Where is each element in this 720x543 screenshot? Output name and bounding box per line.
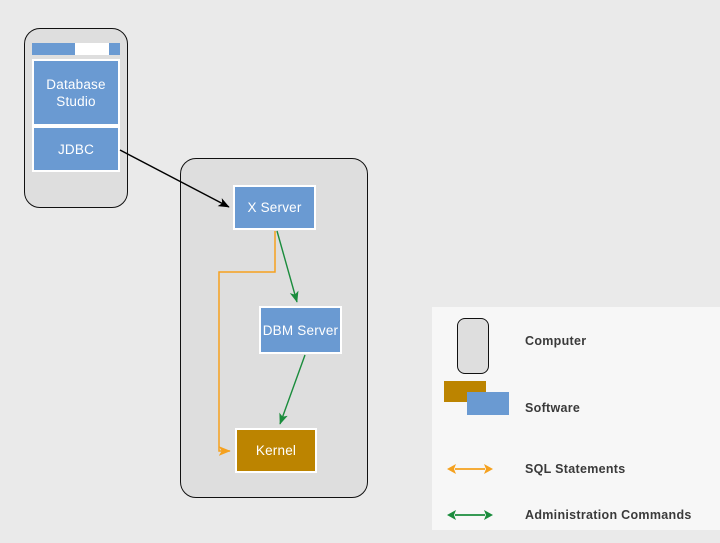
node-dbm-server[interactable]: DBM Server — [259, 306, 342, 354]
sql-double-arrow-icon — [447, 464, 493, 474]
node-x-server[interactable]: X Server — [233, 185, 316, 230]
node-jdbc[interactable]: JDBC — [32, 126, 120, 172]
software-blue-icon — [467, 392, 509, 415]
legend-row-sql-statements: SQL Statements — [432, 441, 720, 497]
legend-label-administration-commands: Administration Commands — [525, 508, 692, 522]
computer-shape-icon — [457, 318, 489, 374]
legend-swatch-software — [432, 380, 522, 436]
window-titlebar — [32, 43, 120, 55]
legend-label-computer: Computer — [525, 334, 587, 348]
legend-swatch-sql — [432, 441, 522, 497]
legend-row-computer: Computer — [432, 313, 720, 374]
legend-swatch-admin — [432, 487, 522, 543]
node-kernel[interactable]: Kernel — [235, 428, 317, 473]
legend-row-administration-commands: Administration Commands — [432, 487, 720, 543]
legend-row-software: Software — [432, 380, 720, 436]
administration-double-arrow-icon — [447, 510, 493, 520]
node-database-studio[interactable]: Database Studio — [32, 59, 120, 126]
legend-panel: Computer Software SQL Statements — [432, 307, 720, 530]
legend-label-software: Software — [525, 401, 581, 415]
window-titlebar-notch — [75, 43, 109, 55]
legend-label-sql-statements: SQL Statements — [525, 462, 626, 476]
legend-swatch-computer — [432, 313, 522, 374]
